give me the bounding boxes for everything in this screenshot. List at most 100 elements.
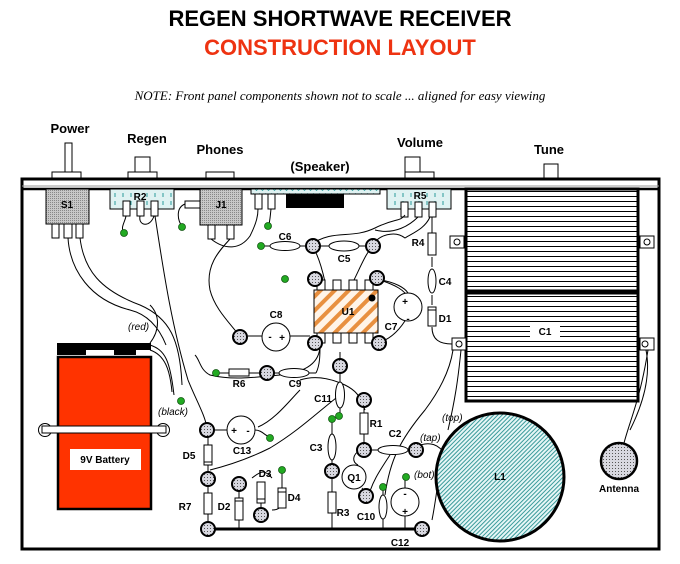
u1-label: U1 — [342, 307, 355, 318]
green-pad — [178, 223, 186, 231]
l1-coil: L1 — [434, 411, 566, 543]
c9-capacitor: C9 — [274, 344, 321, 390]
q1-label: Q1 — [347, 473, 361, 484]
label-phones: Phones — [197, 142, 244, 157]
c7-capacitor: + - C7 — [385, 292, 423, 333]
c10-label: C10 — [357, 512, 376, 523]
green-solder-pads — [120, 222, 410, 491]
r5-volume-pot: R5 — [386, 188, 452, 218]
c13-label: C13 — [233, 446, 252, 457]
c2-label: C2 — [389, 429, 402, 440]
junction — [365, 238, 381, 254]
diagram-title: REGEN SHORTWAVE RECEIVER — [168, 6, 512, 31]
u1-ic: U1 — [313, 279, 379, 344]
d3-label: D3 — [259, 469, 272, 480]
r6-resistor: R6 — [216, 368, 260, 390]
c12-plus: + — [402, 507, 408, 518]
d1-label: D1 — [439, 314, 452, 325]
d3-diode: D3 — [256, 469, 272, 510]
junction — [253, 507, 269, 523]
c4-capacitor: C4 — [427, 268, 452, 294]
d5-label: D5 — [183, 451, 196, 462]
label-speaker: (Speaker) — [290, 159, 349, 174]
green-pad — [212, 369, 220, 377]
c13-plus: + — [231, 426, 237, 437]
junction — [200, 521, 216, 537]
r7-resistor: R7 — [179, 492, 213, 515]
c12-label: C12 — [391, 538, 410, 549]
green-pad — [328, 415, 336, 423]
r3-label: R3 — [337, 508, 350, 519]
c12-capacitor: - + C12 — [390, 480, 420, 549]
speaker — [250, 188, 381, 210]
volume-knob — [404, 156, 435, 179]
d2-diode: D2 — [218, 485, 244, 529]
c13-minus: - — [246, 426, 249, 437]
junction — [371, 335, 387, 351]
junction — [199, 422, 215, 438]
c11-label: C11 — [314, 394, 332, 405]
c5-label: C5 — [338, 254, 351, 265]
green-pad — [264, 222, 272, 230]
c3-label: C3 — [310, 443, 323, 454]
label-regen: Regen — [127, 131, 167, 146]
wire-label-top: (top) — [442, 413, 463, 424]
wire-label-tap: (tap) — [420, 433, 441, 444]
junction — [307, 335, 323, 351]
junction — [356, 442, 372, 458]
battery-9v: 9V Battery — [38, 343, 170, 511]
junction — [369, 270, 385, 286]
c8-label: C8 — [270, 310, 283, 321]
c1-label: C1 — [539, 327, 552, 338]
antenna-terminal[interactable]: Antenna — [599, 441, 639, 495]
junction — [259, 365, 275, 381]
label-volume: Volume — [397, 135, 443, 150]
r4-label: R4 — [412, 238, 425, 249]
phones-jack-nut — [205, 171, 235, 179]
junction — [414, 521, 430, 537]
s1-switch: S1 — [45, 188, 90, 239]
green-pad — [402, 473, 410, 481]
green-pad — [379, 483, 387, 491]
green-pad — [281, 275, 289, 283]
junction — [305, 238, 321, 254]
c11-capacitor: C11 — [314, 375, 345, 415]
green-pad — [257, 242, 265, 250]
r4-resistor: R4 — [412, 232, 437, 256]
c8-capacitor: - + C8 — [248, 310, 310, 352]
green-pad — [177, 397, 185, 405]
r5-label: R5 — [414, 191, 427, 202]
c2-capacitor: C2 — [372, 429, 409, 455]
r3-resistor: R3 — [327, 478, 350, 529]
diagram-subtitle: CONSTRUCTION LAYOUT — [204, 35, 476, 60]
solder-junctions — [199, 238, 430, 537]
junction — [408, 442, 424, 458]
junction — [324, 463, 340, 479]
d4-diode: D4 — [277, 487, 301, 509]
c8-plus: + — [279, 333, 285, 344]
green-pad — [120, 229, 128, 237]
r1-label: R1 — [370, 419, 383, 430]
c12-minus: - — [403, 489, 406, 500]
wire-label-red: (red) — [128, 322, 149, 333]
c3-capacitor: C3 — [310, 420, 337, 470]
c5-capacitor: C5 — [315, 240, 370, 265]
power-switch-toggle — [51, 142, 82, 179]
junction — [232, 329, 248, 345]
r7-label: R7 — [179, 502, 192, 513]
c4-label: C4 — [439, 277, 452, 288]
j1-label: J1 — [215, 200, 227, 211]
r2-regen-pot: R2 — [109, 188, 175, 217]
d1-diode: D1 — [427, 306, 452, 327]
wire-label-bot: (bot) — [414, 470, 435, 481]
battery-label: 9V Battery — [80, 455, 130, 466]
s1-label: S1 — [61, 200, 74, 211]
wire-label-black: (black) — [158, 407, 188, 418]
tune-knob — [543, 163, 559, 179]
l1-label: L1 — [494, 472, 506, 483]
r6-label: R6 — [233, 379, 246, 390]
d2-label: D2 — [218, 502, 231, 513]
d4-label: D4 — [288, 493, 301, 504]
junction — [307, 271, 323, 287]
c6-capacitor: C6 — [262, 232, 310, 251]
